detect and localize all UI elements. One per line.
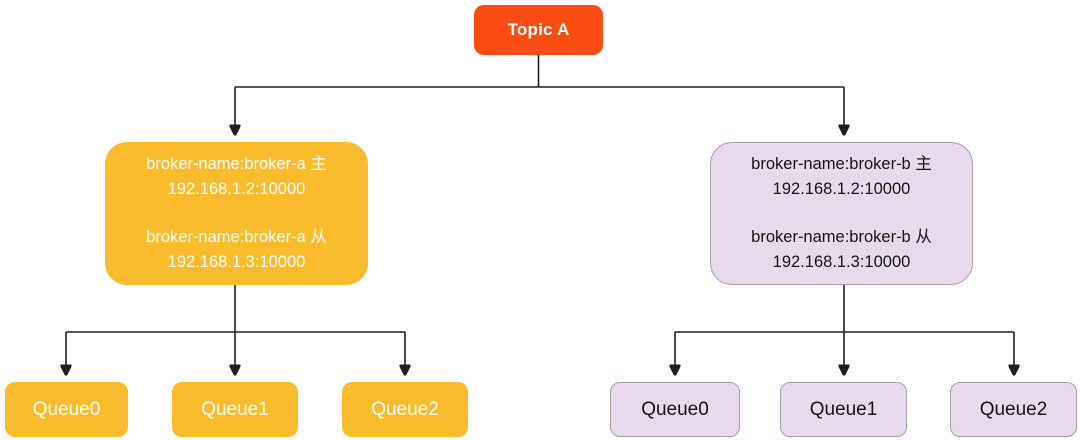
queue-label: Queue2: [371, 398, 439, 420]
broker-a-queue-0: Queue0: [5, 382, 128, 437]
topic-a-node: Topic A: [474, 5, 603, 55]
broker-a-slave-name: broker-name:broker-a 从: [146, 228, 327, 246]
broker-b-slave-name: broker-name:broker-b 从: [751, 228, 932, 246]
broker-b-node: broker-name:broker-b 主 192.168.1.2:10000…: [710, 142, 973, 285]
broker-a-master-name: broker-name:broker-a 主: [146, 155, 327, 173]
broker-b-queue-1: Queue1: [780, 382, 907, 437]
broker-a-master-address: 192.168.1.2:10000: [167, 180, 306, 198]
queue-label: Queue0: [32, 398, 101, 420]
queue-label: Queue0: [641, 398, 709, 420]
broker-a-queue-1: Queue1: [172, 382, 298, 437]
broker-b-master-name: broker-name:broker-b 主: [751, 155, 932, 173]
broker-b-master-address: 192.168.1.2:10000: [772, 180, 911, 198]
queue-label: Queue2: [979, 398, 1048, 420]
queue-label: Queue1: [201, 398, 269, 420]
broker-b-slave-address: 192.168.1.3:10000: [772, 253, 911, 271]
topic-a-label: Topic A: [507, 20, 570, 39]
queue-label: Queue1: [809, 398, 878, 420]
broker-a-node: broker-name:broker-a 主 192.168.1.2:10000…: [105, 142, 368, 285]
broker-a-queue-2: Queue2: [342, 382, 468, 437]
broker-b-queue-2: Queue2: [950, 382, 1077, 437]
broker-a-slave-address: 192.168.1.3:10000: [167, 253, 306, 271]
broker-b-queue-0: Queue0: [610, 382, 740, 437]
